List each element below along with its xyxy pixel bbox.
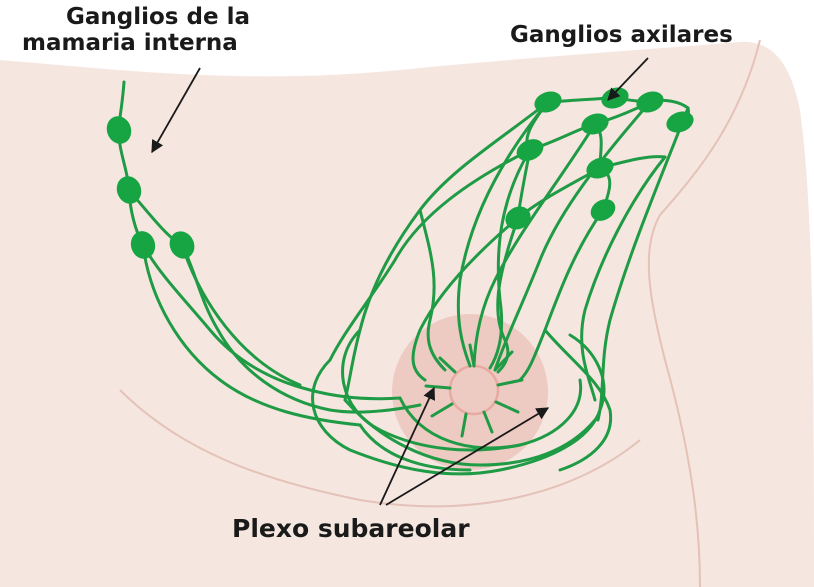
axillary-nodes-label: Ganglios axilares bbox=[510, 22, 733, 48]
internal-mammary-label-line2: mamaria interna bbox=[22, 30, 250, 56]
subareolar-plexus-label: Plexo subareolar bbox=[232, 515, 470, 544]
internal-mammary-label-line1: Ganglios de la bbox=[22, 4, 250, 30]
internal-mammary-nodes-label: Ganglios de la mamaria interna bbox=[22, 4, 250, 57]
